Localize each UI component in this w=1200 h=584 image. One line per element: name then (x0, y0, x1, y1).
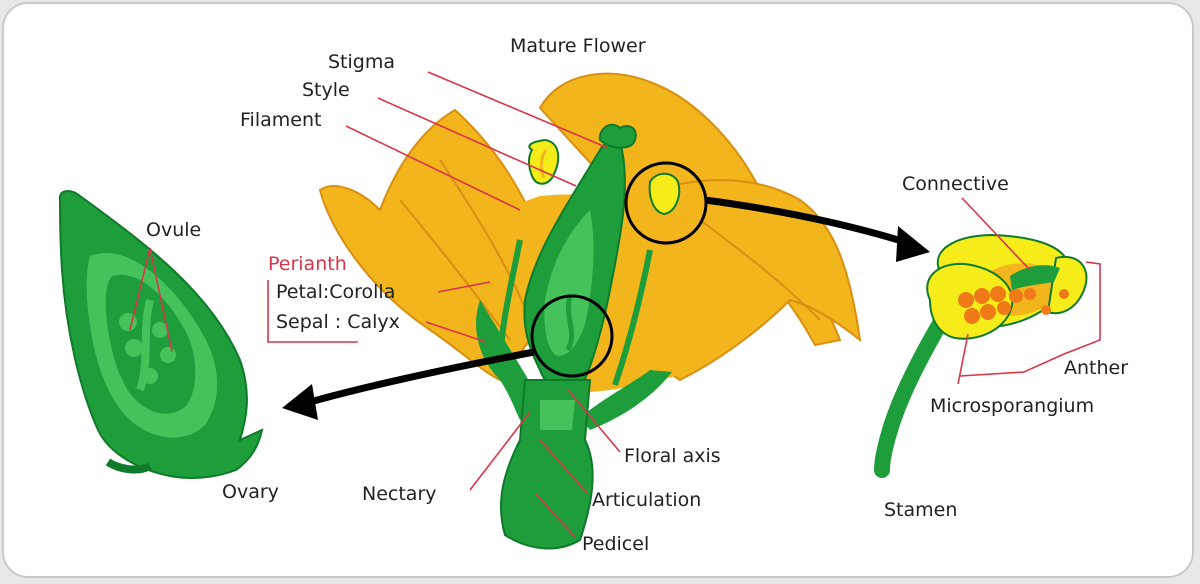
connective-label: Connective (902, 173, 1009, 195)
perianth-bracket (267, 280, 358, 343)
stigma-leader (427, 71, 609, 149)
perianth-label: Perianth (268, 253, 347, 275)
stigma-label: Stigma (328, 51, 395, 73)
anther-label: Anther (1064, 357, 1128, 379)
style-leader (377, 97, 577, 187)
petal-leader (437, 281, 491, 293)
articulation-leader (539, 439, 589, 495)
ovule-leader-lines (129, 247, 173, 353)
nectary-leader (469, 411, 531, 491)
filament-leader (345, 125, 521, 211)
diagram-title: Mature Flower (510, 35, 646, 57)
anther-illustration (874, 233, 1088, 478)
sepal-leader (425, 321, 487, 343)
microsporangium-label: Microsporangium (930, 395, 1094, 417)
sepal-label: Sepal : Calyx (276, 311, 400, 333)
connective-leader (961, 197, 1031, 271)
pedicel-label: Pedicel (582, 533, 649, 555)
ovary-illustration (58, 190, 264, 479)
anther-bracket (959, 261, 1101, 377)
style-label: Style (302, 79, 350, 101)
ovary-label: Ovary (222, 481, 279, 503)
arrow-to-anther (704, 196, 907, 246)
filament-label: Filament (240, 109, 321, 131)
stamen-right (648, 172, 681, 216)
floral-axis-label: Floral axis (624, 445, 721, 467)
articulation-label: Articulation (592, 489, 701, 511)
ovule-label: Ovule (146, 219, 201, 241)
stamen-label: Stamen (884, 499, 957, 521)
nectary-label: Nectary (362, 483, 437, 505)
stamen-left (528, 138, 560, 185)
pedicel-leader (535, 493, 577, 539)
ovary-zoom-circle (530, 294, 614, 378)
microsporangium-leader (957, 333, 969, 385)
arrow-to-ovary (309, 348, 535, 406)
floral-axis-leader (567, 389, 621, 453)
petal-label: Petal:Corolla (276, 281, 395, 303)
